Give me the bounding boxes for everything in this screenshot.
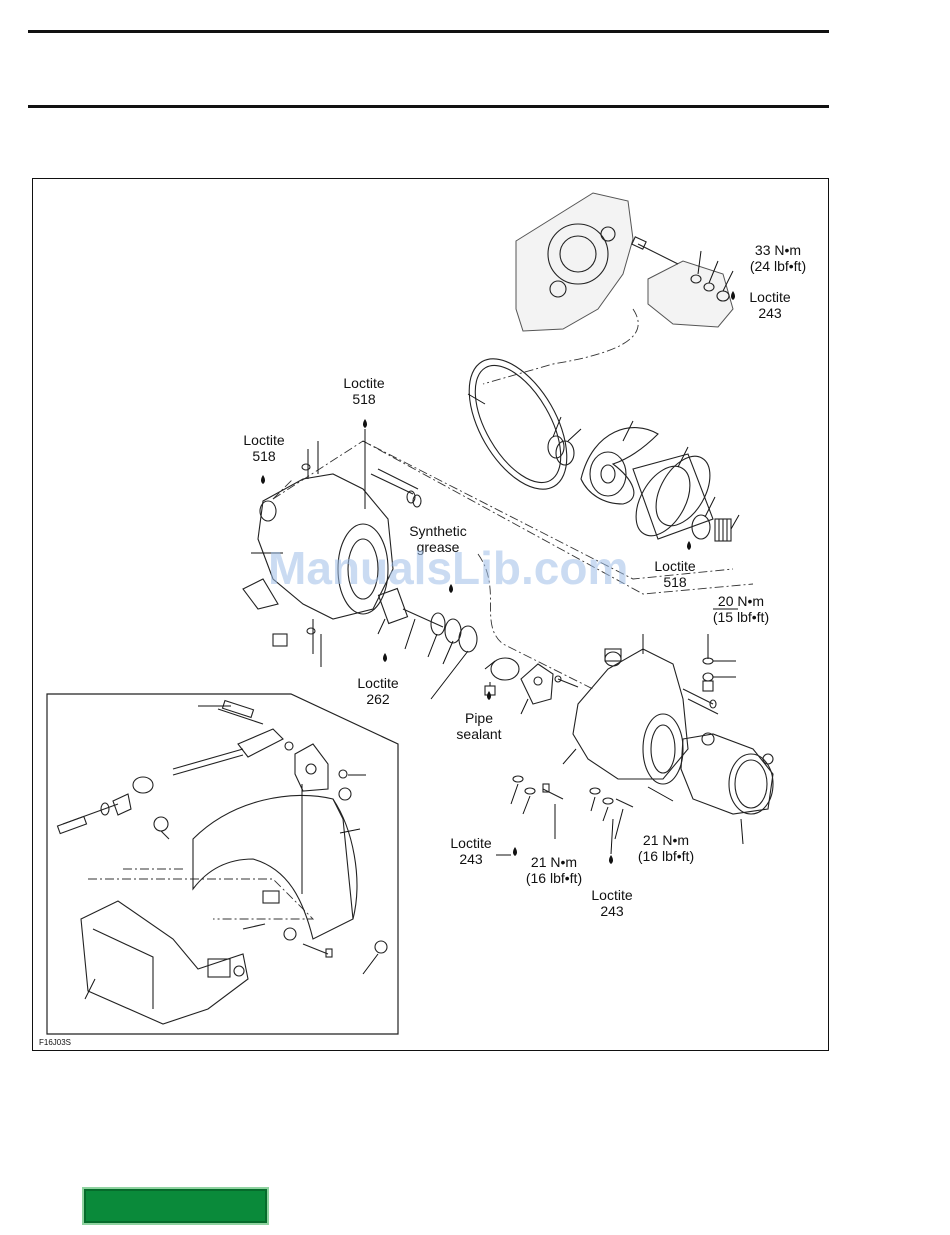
loctite-262-number: 262 <box>366 691 390 707</box>
loctite-243-bottom-label: Loctite <box>591 887 632 903</box>
venturi-housing <box>573 649 688 784</box>
top-rule <box>28 30 829 33</box>
leader-line <box>591 797 595 811</box>
loctite-243-bottom-number: 243 <box>600 903 624 919</box>
leader-line <box>378 619 385 634</box>
housing-cover <box>521 664 553 704</box>
torque-20-label: 20 N•m <box>718 593 764 609</box>
reverse-gate-hardware <box>243 891 387 957</box>
leader-line <box>428 634 437 657</box>
loctite-518-b-label: Loctite <box>243 432 284 448</box>
synthetic-grease-label: Synthetic <box>409 523 467 539</box>
right-bolt-stack <box>703 634 713 691</box>
nozzle-pins <box>683 689 718 714</box>
pipe-sealant-label-2: sealant <box>456 726 501 742</box>
drive-shaft <box>378 588 477 652</box>
steering-nozzle <box>681 733 773 814</box>
figure-id: F16J03S <box>39 1038 71 1047</box>
leader-line <box>431 651 468 699</box>
leader-line <box>485 661 495 669</box>
torque-33-imperial-label: (24 lbf•ft) <box>750 258 806 274</box>
header-rule <box>28 105 829 108</box>
pump-housing-ghost <box>516 193 633 331</box>
leader-line <box>405 619 415 649</box>
cover-screw <box>555 676 578 687</box>
wear-ring <box>449 343 587 506</box>
steering-bracket <box>285 742 351 800</box>
leader-line <box>705 497 715 517</box>
inset-frame <box>47 694 398 1034</box>
loctite-262-label: Loctite <box>357 675 398 691</box>
venturi-washers-right <box>590 788 633 807</box>
leader-line <box>648 787 673 801</box>
loctite-518-a-label: Loctite <box>343 375 384 391</box>
leader-line <box>85 979 95 999</box>
leader-line <box>363 954 378 974</box>
loctite-243-top-number: 243 <box>758 305 782 321</box>
leader-line <box>731 515 739 529</box>
leader-line <box>615 809 623 839</box>
torque-21-right-imperial-label: (16 lbf•ft) <box>638 848 694 864</box>
loctite-243-left-label: Loctite <box>450 835 491 851</box>
inset-detail: F16J03S <box>39 694 398 1047</box>
pipe-sealant-label: Pipe <box>465 710 493 726</box>
leader-line <box>568 429 581 441</box>
leader-line <box>623 421 633 441</box>
loctite-518-c-number: 518 <box>663 574 687 590</box>
leader-line <box>521 699 528 714</box>
loctite-518-b-number: 518 <box>252 448 276 464</box>
leader-line <box>443 641 453 664</box>
spline-coupler <box>692 515 731 541</box>
loctite-243-left-number: 243 <box>459 851 483 867</box>
leader-line <box>523 796 530 814</box>
leader-line <box>611 819 613 854</box>
leader-line <box>678 447 688 467</box>
leader-line <box>563 749 576 764</box>
exploded-view-drawing: 33 N•m (24 lbf•ft) Loctite 243 Loctite 5… <box>33 179 830 1052</box>
watermark: ManualsLib.com <box>268 542 628 594</box>
leader-line <box>340 829 360 833</box>
exploded-view-figure: 33 N•m (24 lbf•ft) Loctite 243 Loctite 5… <box>32 178 829 1051</box>
leader-line <box>511 784 518 804</box>
nav-button[interactable] <box>82 1187 269 1225</box>
loctite-518-c-label: Loctite <box>654 558 695 574</box>
mount-bracket <box>632 237 733 327</box>
torque-21-left-label: 21 N•m <box>531 854 577 870</box>
loctite-243-top-label: Loctite <box>749 289 790 305</box>
leader-line <box>603 807 608 821</box>
torque-20-imperial-label: (15 lbf•ft) <box>713 609 769 625</box>
loctite-518-a-number: 518 <box>352 391 376 407</box>
torque-21-right-label: 21 N•m <box>643 832 689 848</box>
steering-cable <box>57 701 283 834</box>
leader-line <box>741 819 743 844</box>
venturi-washers-left <box>513 776 563 799</box>
torque-33-label: 33 N•m <box>755 242 801 258</box>
impeller-liner <box>625 447 721 545</box>
torque-21-left-imperial-label: (16 lbf•ft) <box>526 870 582 886</box>
reverse-gate <box>154 795 357 939</box>
